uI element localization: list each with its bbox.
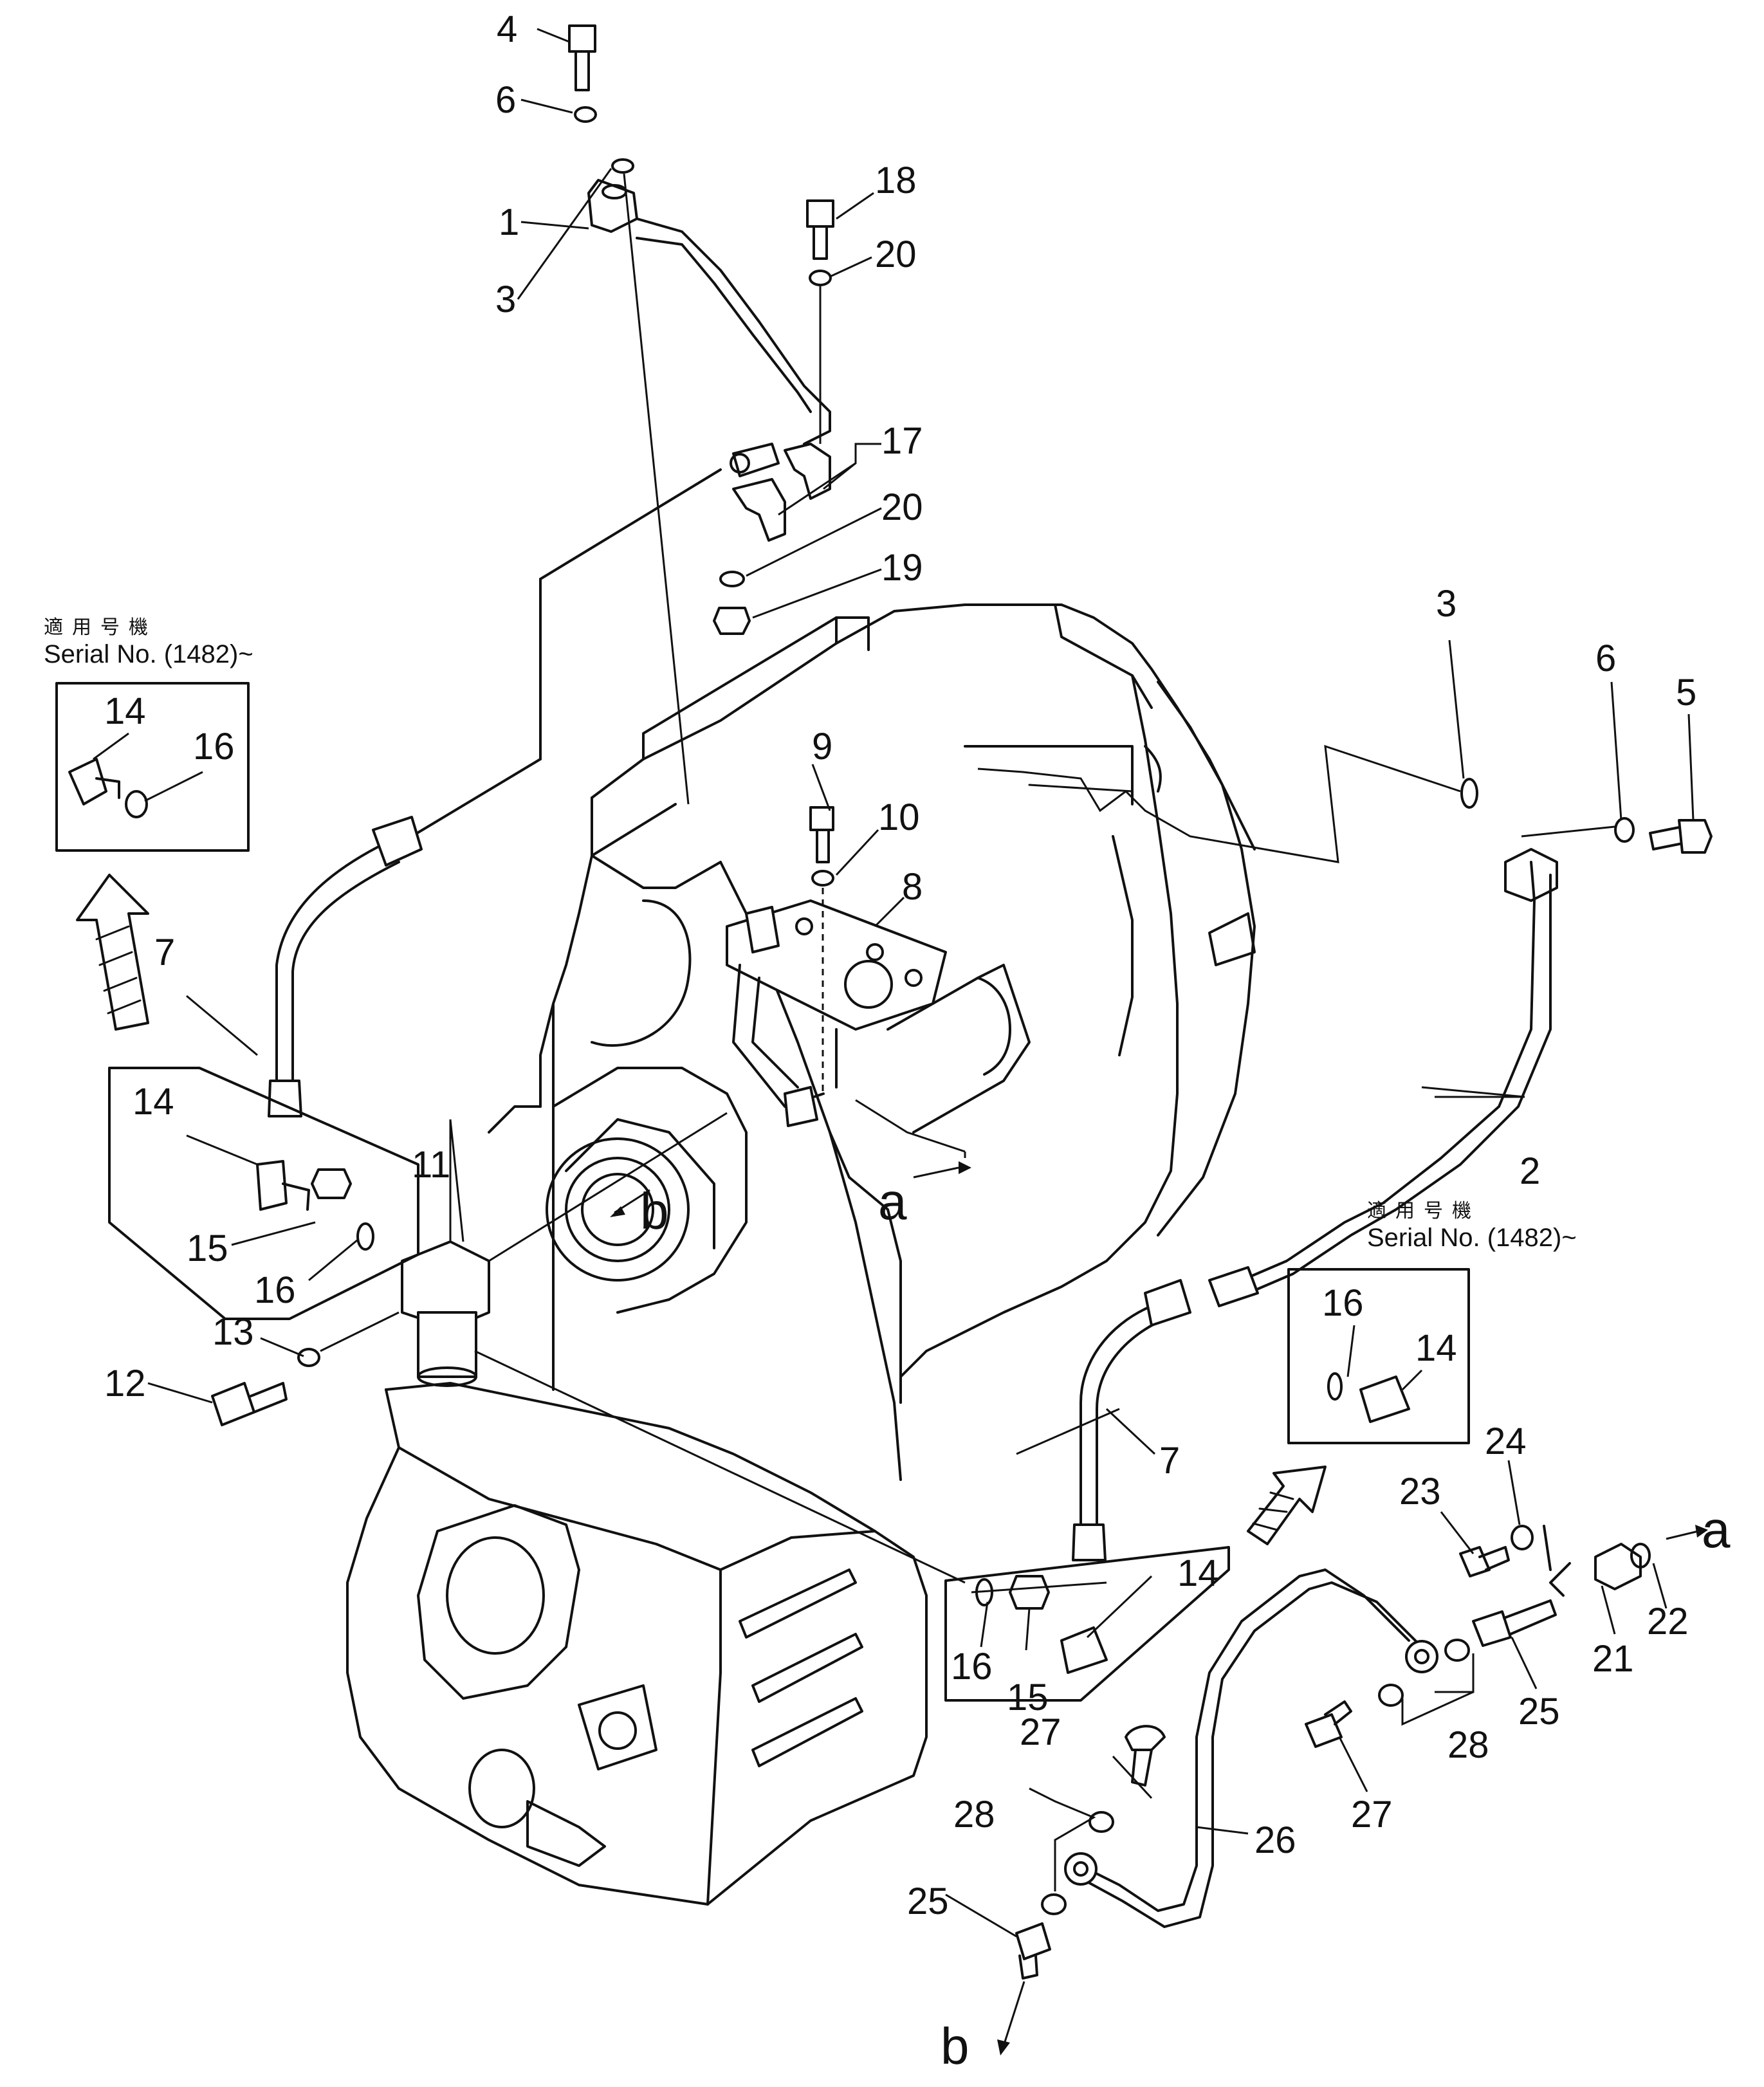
nut-19 (713, 607, 751, 635)
callout-16-inset-left: 16 (254, 1269, 296, 1311)
callout-20-lower: 20 (881, 486, 923, 528)
washer-28-right-b (1378, 1684, 1404, 1707)
o-ring-22 (1630, 1543, 1651, 1568)
pipe-24-lead (1543, 1525, 1552, 1571)
ref-letter-b-center: b (640, 1182, 669, 1240)
hose-7-left (268, 816, 423, 1117)
callout-14-inset-bottom: 14 (1177, 1552, 1219, 1594)
washer-10 (811, 870, 834, 887)
callout-14-inset-tl: 14 (104, 690, 146, 732)
callout-16-inset-bottom: 16 (951, 1646, 993, 1687)
pipe-2 (1208, 848, 1558, 1307)
serial-label-top-left: Serial No. (1482)~ (44, 640, 253, 668)
serial-label-right: Serial No. (1482)~ (1367, 1224, 1577, 1252)
filter-11 (401, 1240, 490, 1387)
reference-letters: a a b b (640, 1173, 1731, 2075)
callout-1: 1 (499, 201, 519, 243)
connector-25-left (1015, 1922, 1051, 1980)
o-ring-3-right (1460, 778, 1478, 809)
washer-6-right (1614, 817, 1635, 843)
callout-15-inset-bottom: 15 (1007, 1677, 1049, 1718)
ref-letter-b-bottom: b (941, 2018, 969, 2075)
bracket-8 (726, 899, 947, 1127)
hose-7-right (1072, 1279, 1191, 1561)
callout-26: 26 (1254, 1819, 1296, 1861)
callout-16-inset-right: 16 (1322, 1282, 1364, 1324)
callout-14-inset-left: 14 (133, 1081, 174, 1123)
applicable-label-right: 適用号機 (1367, 1200, 1480, 1222)
callout-16-inset-tl: 16 (193, 726, 235, 768)
washer-28-left-a (1089, 1811, 1114, 1833)
callout-numbers: 4 6 1 3 18 20 17 20 19 3 6 5 9 10 8 14 1… (104, 8, 1696, 1922)
washer-6-top (574, 106, 597, 123)
serial-note-right: 適用号機 Serial No. (1482)~ (1367, 1200, 1577, 1252)
callout-23: 23 (1399, 1471, 1441, 1512)
washer-28-left-b (1041, 1893, 1067, 1915)
callout-14-inset-right: 14 (1415, 1327, 1457, 1369)
connector-25-right (1472, 1599, 1557, 1647)
callout-18: 18 (875, 160, 917, 201)
washer-24 (1511, 1525, 1534, 1550)
hatched-arrow-right (1247, 1466, 1327, 1545)
callout-15-inset-left: 15 (187, 1227, 228, 1269)
callout-13: 13 (212, 1311, 254, 1353)
ref-arrows (610, 1161, 1708, 2055)
callout-17: 17 (881, 420, 923, 462)
callout-10: 10 (878, 796, 920, 838)
callout-25-right: 25 (1518, 1691, 1560, 1733)
bolt-4 (568, 24, 596, 91)
callout-12: 12 (104, 1363, 146, 1404)
flange-21 (1594, 1543, 1642, 1590)
callout-9: 9 (812, 726, 832, 768)
bolt-18 (806, 199, 834, 260)
applicable-label-top-left: 適用号機 (44, 616, 157, 639)
callout-7-left: 7 (154, 932, 175, 973)
callout-7-right: 7 (1159, 1440, 1180, 1482)
pipe-26 (1064, 1568, 1438, 1928)
callout-28-right: 28 (1447, 1724, 1489, 1766)
inset-box-top-left (55, 682, 250, 852)
inset-box-left (108, 1067, 419, 1320)
callout-3-right: 3 (1436, 583, 1456, 625)
callout-25-left: 25 (907, 1880, 949, 1922)
callout-5: 5 (1676, 672, 1696, 713)
callout-19: 19 (881, 547, 923, 589)
o-ring-3-top (611, 158, 634, 174)
callout-6-top: 6 (495, 79, 516, 121)
callout-2: 2 (1520, 1150, 1540, 1192)
inset-box-right (1287, 1268, 1470, 1444)
pipe-assembly-1 (410, 179, 831, 838)
washer-13 (297, 1348, 320, 1367)
callout-24: 24 (1485, 1420, 1527, 1462)
callout-28-left: 28 (953, 1794, 995, 1835)
callout-20-top: 20 (875, 234, 917, 275)
transmission-housing (346, 603, 1256, 1906)
callout-27-left: 27 (1020, 1711, 1061, 1753)
inset-box-bottom (944, 1546, 1230, 1702)
bolt-5 (1649, 819, 1713, 854)
serial-note-top-left: 適用号機 Serial No. (1482)~ (44, 616, 253, 668)
ref-letter-a-center: a (878, 1173, 907, 1230)
callout-4: 4 (497, 8, 517, 50)
bolt-12 (211, 1382, 288, 1426)
callout-6-right: 6 (1595, 638, 1616, 679)
bolt-27-right (1305, 1700, 1352, 1748)
callout-27-right: 27 (1351, 1794, 1393, 1835)
callout-21: 21 (1592, 1638, 1634, 1680)
bolt-9 (809, 806, 834, 863)
washer-20-top (809, 270, 832, 286)
bolt-23 (1459, 1546, 1510, 1577)
hatched-arrow-left (76, 874, 149, 1031)
callout-3-top: 3 (495, 279, 516, 320)
leader-lines (93, 28, 1695, 1938)
callout-11: 11 (412, 1144, 450, 1186)
pipe-21-stub (1549, 1562, 1571, 1597)
callout-8: 8 (902, 866, 923, 908)
washer-20-lower (719, 571, 745, 587)
callout-22: 22 (1647, 1601, 1689, 1642)
ref-letter-a-right: a (1702, 1501, 1731, 1558)
washer-28-right-a (1444, 1639, 1470, 1662)
